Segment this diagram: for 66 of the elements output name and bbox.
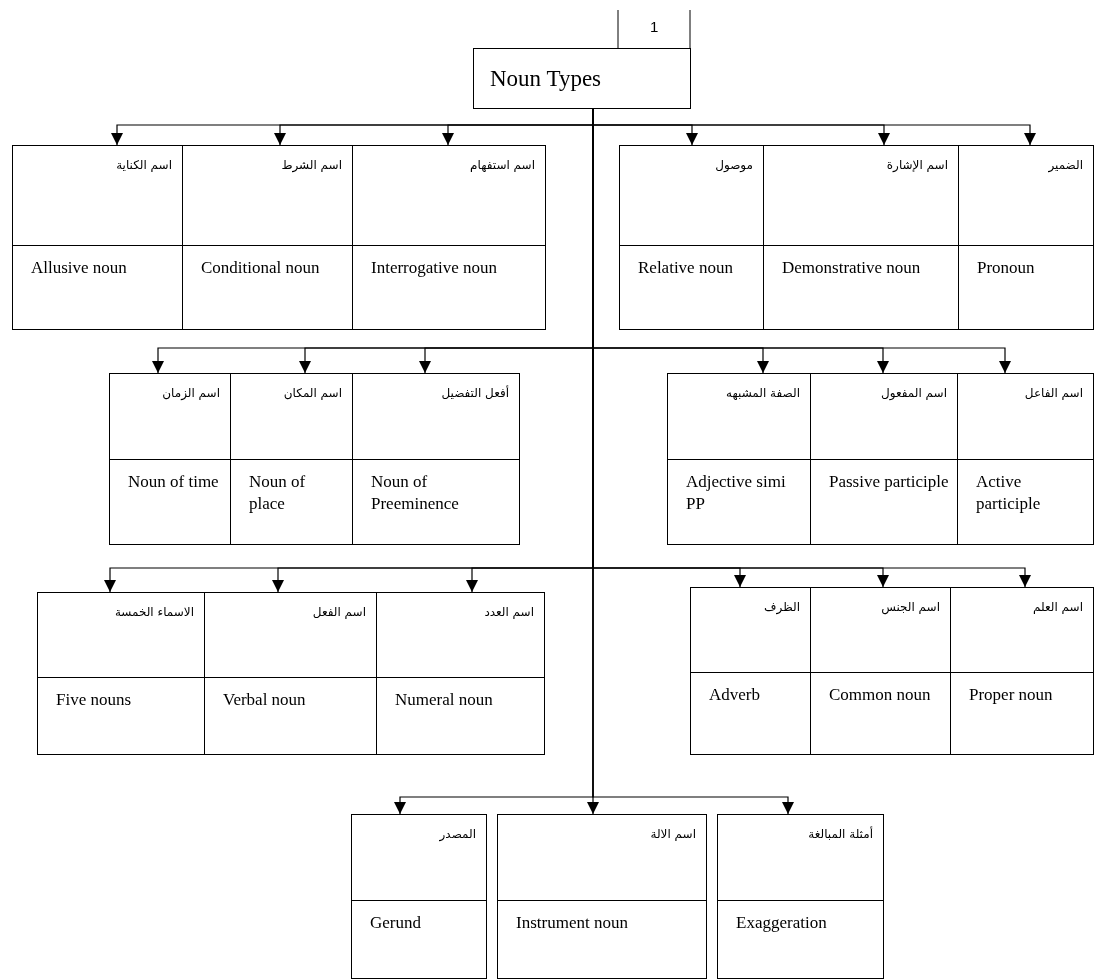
arabic-term: موصول xyxy=(715,157,753,174)
arabic-term: أمثلة المبالغة xyxy=(808,825,873,843)
table-box xyxy=(958,145,1094,330)
english-term: Demonstrative noun xyxy=(782,257,921,279)
table-box xyxy=(182,145,353,330)
arabic-term: اسم العدد xyxy=(484,604,534,621)
arabic-term: اسم الزمان xyxy=(162,385,220,402)
arabic-term: اسم الشرط xyxy=(281,157,342,174)
english-term: Noun of place xyxy=(249,471,307,516)
table-box xyxy=(230,373,353,545)
table-box xyxy=(497,814,707,979)
arabic-term: الصفة المشبهه xyxy=(726,385,800,402)
english-term: Adjective simi PP xyxy=(686,471,787,516)
table-box xyxy=(950,587,1094,755)
arabic-term: اسم الجنس xyxy=(881,599,940,616)
table-box xyxy=(109,373,231,545)
english-term: Interrogative noun xyxy=(371,257,498,279)
table-box xyxy=(619,145,764,330)
english-term: Pronoun xyxy=(977,257,1035,279)
english-term: Verbal noun xyxy=(223,689,306,711)
english-term: Noun of Preeminence xyxy=(371,471,460,516)
root-box xyxy=(473,48,691,109)
table-box xyxy=(352,145,546,330)
table-box xyxy=(763,145,959,330)
table-box xyxy=(810,373,958,545)
table-box xyxy=(37,592,205,755)
arabic-term: اسم الفعل xyxy=(312,604,366,621)
table-box xyxy=(957,373,1094,545)
arabic-term: اسم الفاعل xyxy=(1024,385,1083,402)
arabic-term: اسم الإشارة xyxy=(886,157,948,174)
arabic-term: المصدر xyxy=(439,826,476,843)
table-box xyxy=(12,145,183,330)
english-term: Relative noun xyxy=(638,257,733,279)
english-term: Proper noun xyxy=(969,684,1053,706)
table-box xyxy=(351,814,487,979)
english-term: Allusive noun xyxy=(31,257,127,279)
english-term: Numeral noun xyxy=(395,689,493,711)
arabic-term: الظرف xyxy=(764,599,800,616)
english-term: Common noun xyxy=(829,684,931,706)
box-title: Noun Types xyxy=(490,65,602,92)
table-box xyxy=(352,373,520,545)
english-term: Noun of time xyxy=(128,471,219,493)
english-term: Conditional noun xyxy=(201,257,320,279)
table-box xyxy=(717,814,884,979)
table-box xyxy=(376,592,545,755)
arabic-term: اسم الكناية xyxy=(116,157,172,174)
arabic-term: اسم العلم xyxy=(1033,599,1083,616)
english-term: Five nouns xyxy=(56,689,132,711)
arabic-term: اسم المكان xyxy=(283,385,342,402)
english-term: Adverb xyxy=(709,684,760,706)
arabic-term: أفعل التفضيل xyxy=(441,384,509,402)
number-label: 1 xyxy=(650,18,659,35)
arabic-term: اسم استفهام xyxy=(470,157,535,174)
english-term: Passive participle xyxy=(829,471,949,493)
arabic-term: اسم المفعول xyxy=(881,385,947,402)
table-box xyxy=(667,373,811,545)
english-term: Exaggeration xyxy=(736,912,827,934)
english-term: Gerund xyxy=(370,912,421,934)
table-box xyxy=(204,592,377,755)
arabic-term: الاسماء الخمسة xyxy=(114,604,194,621)
arabic-term: الضمير xyxy=(1048,157,1083,174)
english-term: Active participle xyxy=(976,471,1042,516)
table-box xyxy=(810,587,951,755)
arabic-term: اسم الالة xyxy=(650,826,696,843)
english-term: Instrument noun xyxy=(516,912,628,934)
table-box xyxy=(690,587,811,755)
